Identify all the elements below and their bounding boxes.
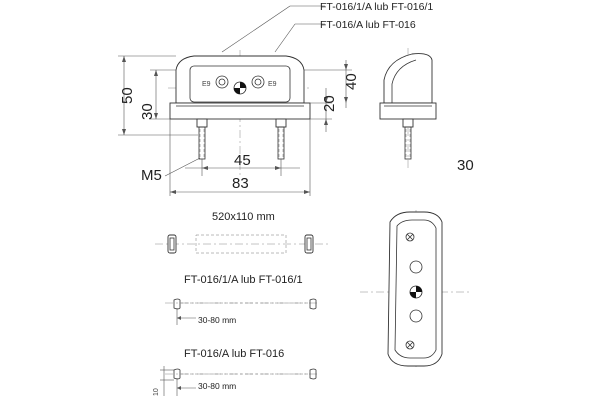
side-body [383, 53, 433, 104]
dim-45: 45 [234, 152, 251, 169]
dim-50: 50 [119, 87, 136, 104]
variant2-caption: FT-016/A lub FT-016 [184, 348, 284, 360]
variant1-caption: FT-016/1/A lub FT-016/1 [184, 274, 303, 286]
dim-m5: M5 [141, 167, 162, 184]
bottom-center-target-icon [409, 285, 423, 299]
bottom-view [360, 210, 470, 368]
dim-30-left: 30 [139, 103, 156, 120]
bolt-right [275, 118, 287, 160]
variant-label-top: FT-016/1/A lub FT-016/1 [320, 1, 433, 13]
variant1-view: FT-016/1/A lub FT-016/1 30-80 mm [165, 274, 320, 325]
lamp-base [169, 102, 311, 120]
cable-length-1: 30-80 mm [198, 315, 236, 325]
variant2-view: FT-016/A lub FT-016 30-80 mm 10 [153, 348, 320, 396]
dim-30-side: 30 [457, 157, 474, 174]
plate-view: 520x110 mm [155, 211, 330, 254]
lamp-body [175, 55, 305, 104]
dim-40: 40 [343, 73, 360, 90]
variant-label-bottom: FT-016/A lub FT-016 [320, 19, 416, 31]
screw-top-icon [405, 232, 415, 242]
center-target-icon [233, 81, 247, 95]
plate-size: 520x110 mm [212, 211, 275, 223]
dim-10: 10 [153, 388, 160, 396]
front-view: E9 E9 FT-016/1/A lub FT-0 [118, 1, 433, 196]
dim-83: 83 [232, 175, 249, 192]
e-mark-left: E9 [202, 81, 211, 88]
screw-bottom-icon [405, 340, 415, 350]
e-mark-right: E9 [268, 81, 277, 88]
dim-20: 20 [321, 95, 338, 112]
side-view: 30 [379, 48, 474, 174]
cable-length-2: 30-80 mm [198, 381, 236, 391]
bolt-left [196, 118, 208, 160]
